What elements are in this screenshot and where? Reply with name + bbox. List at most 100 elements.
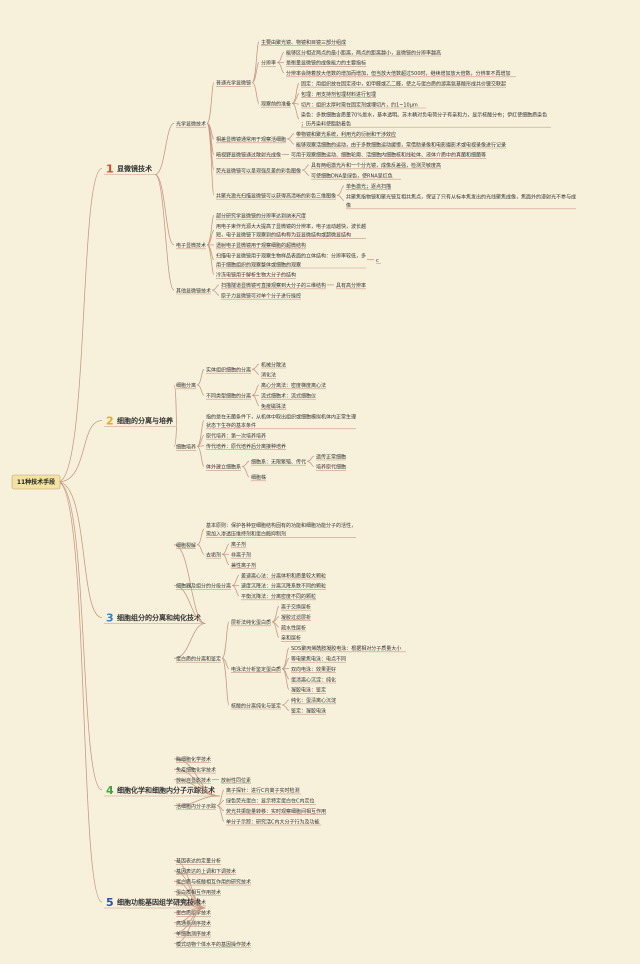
node-label: 凝胶电泳：鉴定 bbox=[291, 687, 326, 694]
connector-line bbox=[206, 244, 215, 261]
node-label: 速度沉降法：分离沉降系数不同的颗粒 bbox=[241, 583, 326, 590]
connector-line bbox=[196, 446, 205, 467]
group-node: 电子显微技术 bbox=[154, 174, 206, 249]
section-number: 4 bbox=[106, 784, 114, 797]
node-label: 能够区分相近两点的最小距离，两点的距离越小，显微镜的分辨率越高 bbox=[286, 49, 441, 56]
map-node: 共聚光激光扫描显微镜可以获得高清晰的彩色三维图像 bbox=[206, 122, 336, 200]
connector-line bbox=[211, 289, 220, 296]
node-label: 电泳法分析鉴定蛋白质 bbox=[231, 666, 281, 673]
map-node: 核酸的分离纯化与鉴定 bbox=[221, 657, 281, 710]
node-label: 用电子束作光源大大提高了显微镜的分辨率，电子运动越快，波长越短，电子显微镜下观察… bbox=[216, 223, 366, 239]
connector-line bbox=[173, 544, 206, 624]
node-label: 高通量测序技术 bbox=[176, 920, 211, 927]
node-label: 生物芯片技术 bbox=[176, 899, 206, 906]
connector-line bbox=[281, 699, 290, 706]
connector-line bbox=[173, 795, 220, 806]
node-label: 分辨率会随着放大倍数的增加而增加，但当放大倍数超过500时，继续增加放大倍数，分… bbox=[286, 70, 511, 77]
connector-line bbox=[276, 62, 285, 74]
connector-line bbox=[281, 704, 290, 711]
node-label: 可使细胞DNA呈绿色，使RNA呈红色 bbox=[311, 173, 393, 180]
map-node: 实体组织细胞的分离 bbox=[196, 367, 251, 386]
connector-line bbox=[196, 445, 205, 447]
map-node: 具有两组激光片和一个分光镜，成像反差强，检测灵敏度高 bbox=[301, 162, 441, 171]
group-node: 活细胞内分子示踪 bbox=[173, 795, 220, 810]
connector-line bbox=[336, 194, 345, 201]
node-label: 普通光学显微镜 bbox=[216, 80, 251, 87]
connector-line bbox=[281, 657, 290, 670]
node-label: 细胞器及组分的分级分离 bbox=[176, 583, 231, 590]
section-number: 3 bbox=[106, 612, 114, 625]
connector-line bbox=[173, 907, 206, 944]
connector-line bbox=[196, 528, 205, 546]
connector-line bbox=[221, 657, 230, 670]
map-node: 速度沉降法：分离沉降系数不同的颗粒 bbox=[232, 583, 326, 590]
node-label: 传代培养：原代培养后分离接种培养 bbox=[206, 443, 286, 450]
map-node: 细胞系：无限繁殖、传代 bbox=[241, 459, 306, 467]
node-label: 单细胞测序技术 bbox=[176, 930, 211, 937]
node-label: 细胞分离 bbox=[176, 382, 196, 389]
map-node: 扫描隧道显微镜可直接观察到大分子的三维结构 bbox=[211, 282, 326, 291]
root-connector bbox=[57, 481, 103, 618]
connector-line bbox=[206, 122, 215, 196]
connector-line bbox=[173, 779, 220, 797]
node-label: 细胞系：无限繁殖、传代 bbox=[251, 459, 306, 466]
map-node: 相差显微镜通常用于观察活细胞 bbox=[206, 122, 286, 143]
node-label: 离心分离法：密度梯度离心法 bbox=[261, 382, 326, 389]
node-label: 细胞裂解 bbox=[176, 542, 196, 549]
map-node: 可用于观察细胞运动、细胞轮廓、活细胞内细胞核和线粒体、液体介质中的真菌和细菌等 bbox=[282, 152, 486, 159]
node-label: 共聚光激光扫描显微镜可以获得高清晰的彩色三维图像 bbox=[216, 193, 336, 200]
connector-line bbox=[306, 455, 315, 462]
map-node: 电泳法分析鉴定蛋白质 bbox=[221, 657, 281, 673]
map-node: 冷冻电镜用于解析生物大分子的结构 bbox=[206, 244, 296, 279]
node-label: 原子力显微镜可对单个分子进行操控 bbox=[221, 293, 301, 300]
node-label: 模式动物个体水平的基因操作技术 bbox=[176, 941, 251, 948]
map-node: 消化法 bbox=[251, 368, 276, 379]
connector-line bbox=[241, 460, 250, 467]
node-label: 平衡沉降法：分离密度不同的颗粒 bbox=[241, 593, 316, 600]
node-label: 层析法纯化蛋白质 bbox=[231, 619, 271, 626]
node-label: 扫描电子显微镜用于观察生物样品表面的立体结构：分辨率较低，多用于细胞组织的观察整… bbox=[216, 253, 366, 269]
node-label: 放射性同位素 bbox=[221, 777, 251, 784]
root-box bbox=[11, 474, 61, 490]
map-node: 疏水性层析 bbox=[271, 621, 306, 632]
group-node: 细胞器及组分的分级分离 bbox=[173, 583, 231, 624]
node-label: 单分子示踪：研究活C内大分子行为及功能 bbox=[226, 818, 320, 825]
map-node: 免疫磁珠法 bbox=[251, 394, 286, 410]
map-node: 兼性离子剂 bbox=[221, 553, 256, 569]
map-node: 放射性同位素 bbox=[212, 777, 251, 784]
node-label: 荧光共振能量转移：实时观察细胞间相互作用 bbox=[226, 808, 326, 815]
connector-line bbox=[206, 214, 215, 246]
node-label: 亲和层析 bbox=[281, 635, 301, 642]
map-node: 机械分散法 bbox=[251, 361, 286, 370]
node-label: 包埋：用支持剂包埋材料进行包埋 bbox=[301, 91, 376, 98]
map-node: 分辨率 bbox=[251, 60, 276, 83]
node-label: 不同类型细胞的分离 bbox=[206, 393, 251, 400]
group-node: 蛋白质组学技术 bbox=[173, 907, 211, 917]
group-node: 蛋白质的分离和鉴定 bbox=[173, 623, 221, 663]
map-node: 凝胶过滤层析 bbox=[271, 614, 311, 623]
map-node: 共聚焦指物镜和聚光镜互相共焦点，保证了只有从标本焦发出的光线聚焦成像，焦面外的漫… bbox=[336, 193, 576, 209]
node-label: 核酸的分离纯化与鉴定 bbox=[231, 702, 281, 709]
node-label: 具有高分辨率 bbox=[336, 282, 366, 289]
map-node: 是衡量显微镜的成像能力的主要指标 bbox=[276, 60, 366, 67]
group-node: 光学显微技术 bbox=[154, 121, 206, 175]
connector-line bbox=[241, 466, 250, 478]
node-label: 细胞株 bbox=[251, 474, 266, 481]
map-node: 培养原代细胞 bbox=[306, 460, 346, 471]
node-label: 蛋渍离心沉淀：纯化 bbox=[291, 676, 336, 683]
node-label: 机械分散法 bbox=[261, 361, 286, 368]
map-node: 具有高分辨率 bbox=[327, 282, 366, 289]
map-node: 透射电子显微镜用于观察细胞的超微结构 bbox=[207, 242, 306, 249]
connector-line bbox=[206, 244, 215, 275]
map-node: 去垢剂 bbox=[196, 544, 221, 559]
node-label: 指的是在无菌条件下，从机体中取出组织或细胞模拟机体内正常生理状态下生存的基本条件 bbox=[206, 413, 356, 429]
node-label: 纯化：蛋渍离心沉淀 bbox=[291, 697, 336, 704]
node-label: 是衡量显微镜的成像能力的主要指标 bbox=[286, 60, 366, 67]
node-label: 基因表达的上调和下调技术 bbox=[176, 868, 236, 875]
connector-line bbox=[154, 122, 175, 175]
root-connector bbox=[57, 420, 103, 483]
connector-line bbox=[286, 133, 295, 140]
node-label: 基因表达的定量分析 bbox=[176, 858, 221, 865]
